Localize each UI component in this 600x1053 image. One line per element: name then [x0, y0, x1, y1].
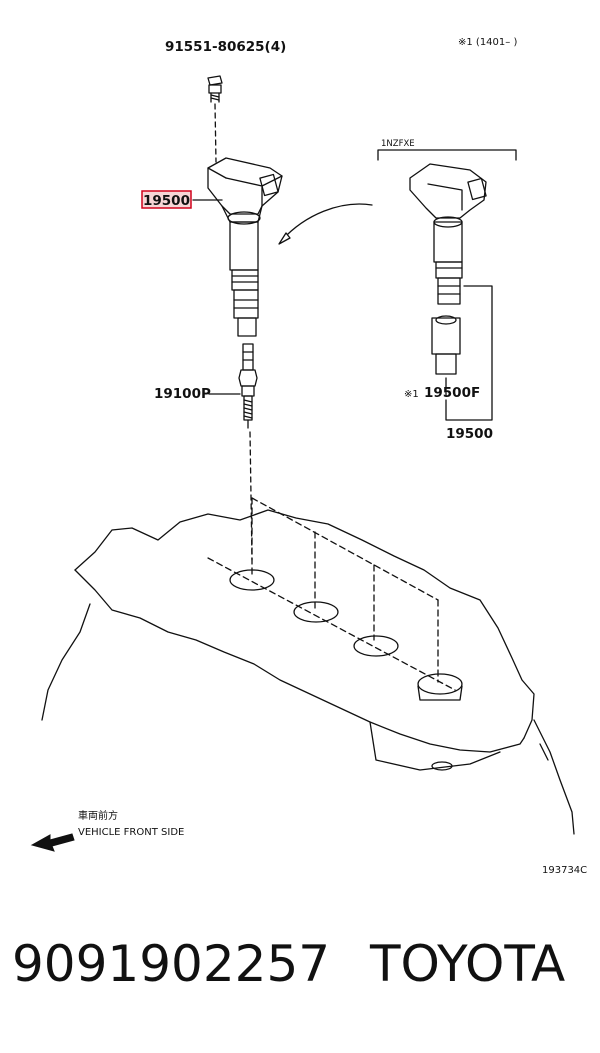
- highlight-box: [141, 190, 192, 209]
- cylinder-axis-lines: [207, 497, 456, 691]
- vehicle-front-label-en: VEHICLE FRONT SIDE: [78, 827, 184, 838]
- footer-caption: 9091902257 TOYOTA: [0, 905, 600, 1035]
- figure-id-label: 193734C: [542, 865, 587, 876]
- coil-part-label[interactable]: 19500: [143, 193, 190, 209]
- bolt-drawing: [207, 75, 223, 103]
- bolt-axis-line: [214, 103, 217, 163]
- spark-plug-drawing: [238, 343, 258, 429]
- coil-assembly-bracket: [445, 285, 493, 421]
- variant-header-label: 1NZFXE: [381, 139, 415, 149]
- coil-boot-part-label: 19500F: [424, 385, 480, 401]
- coil-assembly-part-label: 19500: [446, 426, 493, 442]
- spark-plug-part-label: 19100P: [154, 386, 211, 402]
- vehicle-front-arrow-icon: [30, 833, 75, 852]
- exploded-parts-diagram: 91551-80625(4) ※1 (1401– ) 1NZFXE 19500 …: [30, 37, 587, 876]
- brand-text: TOYOTA: [370, 935, 566, 993]
- part-number-text: 9091902257: [12, 935, 331, 993]
- bolt-part-label: 91551-80625(4): [165, 39, 286, 55]
- cylinder-head-drawing: [41, 509, 575, 835]
- note-reference-label: ※1 (1401– ): [458, 37, 517, 48]
- spark-plug-axis-line: [249, 431, 253, 561]
- variant-arrow-line: [281, 203, 373, 241]
- coil-boot-drawing: [431, 315, 461, 375]
- vehicle-front-label-jp: 車両前方: [78, 809, 118, 822]
- variant-coil-drawing: [409, 163, 487, 305]
- variant-arrow-head: [278, 232, 291, 245]
- variant-bracket: [377, 149, 517, 161]
- coil-boot-note-mark: ※1: [404, 389, 419, 400]
- ignition-coil-drawing: [207, 157, 283, 337]
